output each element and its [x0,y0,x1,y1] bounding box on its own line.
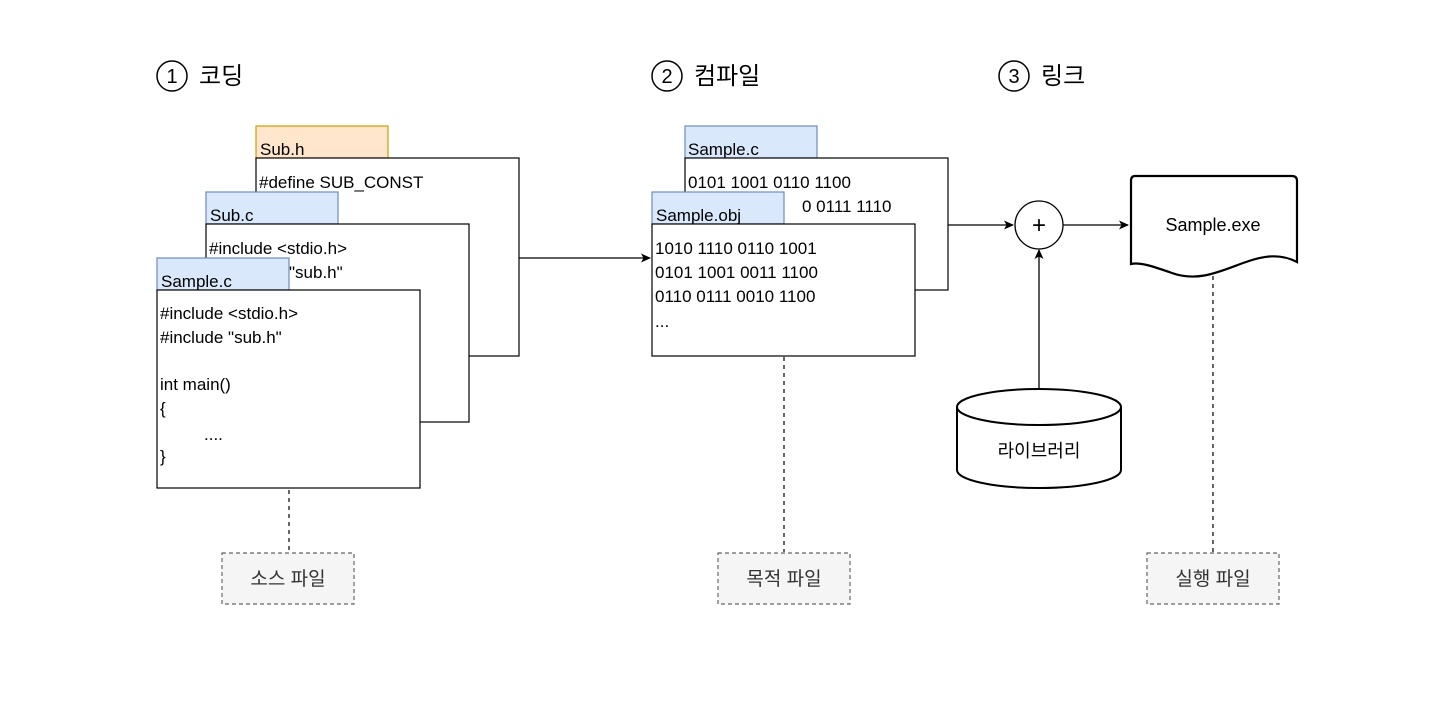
note-label: 소스 파일 [250,568,325,590]
file-title: Sub.h [260,140,304,159]
file-body [651,223,916,357]
code-line: { [160,399,166,418]
link-plus-node: + [1014,200,1064,250]
binary-line: 0 0111 1110 [802,197,892,216]
code-line: #define SUB_CONST [259,173,423,192]
file-title: Sample.c [688,140,759,159]
note-box [1146,552,1280,605]
step-number: 1 [166,66,177,88]
file-body [156,289,421,489]
step-number-circle [651,60,683,92]
file-tab [255,125,389,159]
executable-file-note: 실행 파일 [1146,552,1280,605]
step-label: 컴파일 [694,63,760,90]
plus-sign: + [1032,212,1046,239]
code-line: int main() [160,375,231,394]
binary-line: ... [655,312,669,331]
note-label: 실행 파일 [1175,568,1250,590]
binary-line: 0101 1001 0110 1100 [688,173,851,192]
step-link-header: 3 링크 [998,60,1085,92]
file-title: Sample.obj [656,206,741,225]
file-title: Sample.c [161,272,232,291]
cylinder-body [956,407,1122,489]
note-box [717,552,851,605]
step-coding-header: 1 코딩 [156,60,243,92]
library-label: 라이브러리 [998,441,1081,461]
document-shape [1129,174,1299,278]
code-line: .... [204,425,223,444]
source-file-note: 소스 파일 [221,552,355,605]
step-number: 2 [661,66,672,88]
note-box [221,552,355,605]
step-label: 링크 [1041,63,1085,90]
cylinder-top [956,388,1122,426]
step-number-circle [998,60,1030,92]
object-file-note: 목적 파일 [717,552,851,605]
code-line: "sub.h" [289,263,343,282]
code-line: #include "sub.h" [160,328,282,347]
file-tab [205,191,339,225]
binary-line: 0110 0111 0010 1100 [655,287,815,306]
step-label: 코딩 [199,63,243,90]
note-label: 목적 파일 [746,568,821,590]
step-number-circle [156,60,188,92]
binary-line: 0101 1001 0011 1100 [655,263,818,282]
sample-c-file: Sample.c #include <stdio.h> #include "su… [156,257,421,489]
binary-line: 1010 1110 0110 1001 [655,239,817,258]
code-line: } [160,447,166,466]
exe-label: Sample.exe [1165,215,1260,235]
file-tab [651,191,785,225]
file-title: Sub.c [210,206,254,225]
executable-document: Sample.exe [1129,174,1299,278]
step-compile-header: 2 컴파일 [651,60,760,92]
sample-obj-file: Sample.obj 1010 1110 0110 1001 0101 1001… [651,191,916,357]
code-line: #include <stdio.h> [160,304,298,323]
library-cylinder: 라이브러리 [956,388,1122,489]
file-tab [684,125,818,159]
step-number: 3 [1008,66,1019,88]
code-line: #include <stdio.h> [209,239,347,258]
